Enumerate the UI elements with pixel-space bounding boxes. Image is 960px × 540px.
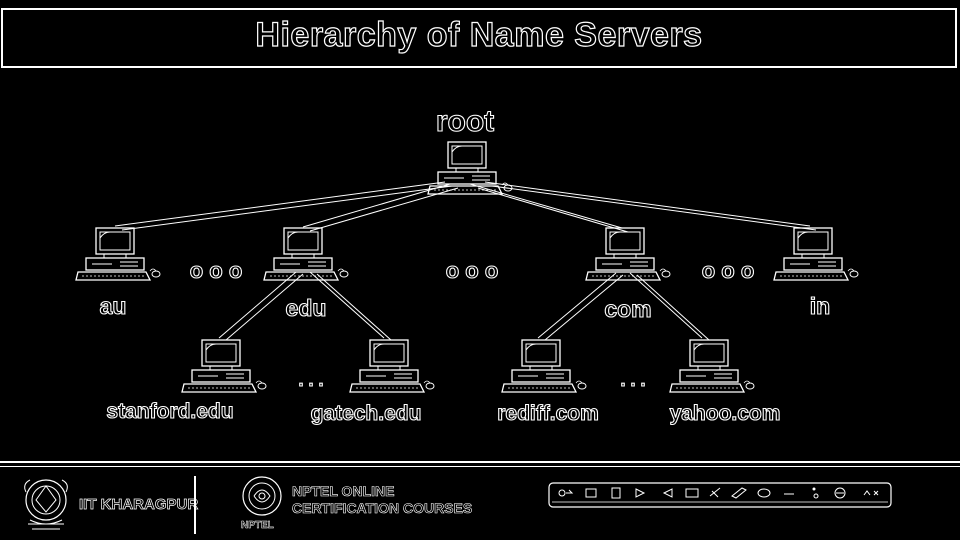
tld-label-in: in xyxy=(810,293,830,319)
root-server-computer xyxy=(427,141,513,195)
pen-icon[interactable] xyxy=(558,489,574,497)
server-stanford-edu xyxy=(181,339,267,393)
nptel-small-label: NPTEL xyxy=(241,520,274,532)
ellipsis-com-children: . . . xyxy=(620,370,645,390)
server-yahoo-com xyxy=(669,339,755,393)
slide-title: Hierarchy of Name Servers xyxy=(255,15,703,54)
tld-server-au xyxy=(75,227,161,281)
tld-server-edu xyxy=(263,227,349,281)
tld-label-au: au xyxy=(100,293,127,319)
server-rediff-com xyxy=(501,339,587,393)
highlighter-icon[interactable] xyxy=(611,487,621,499)
label-stanford-edu: stanford.edu xyxy=(106,400,233,423)
edges-root xyxy=(114,181,817,233)
tld-label-com: com xyxy=(604,296,651,322)
shapes-icon[interactable] xyxy=(662,488,673,498)
laser-icon[interactable] xyxy=(731,487,747,499)
color-icon[interactable] xyxy=(757,488,771,498)
label-rediff-com: rediff.com xyxy=(497,402,599,425)
zoom-icon[interactable] xyxy=(834,487,846,499)
text-icon[interactable] xyxy=(635,488,646,498)
ellipsis-au-edu: o o o xyxy=(190,258,243,283)
arrow-right-icon[interactable] xyxy=(709,487,721,498)
root-label: root xyxy=(436,105,494,138)
ellipsis-edu-com: o o o xyxy=(446,258,499,283)
footer-separator xyxy=(194,476,196,534)
label-gatech-edu: gatech.edu xyxy=(311,402,422,425)
server-gatech-edu xyxy=(349,339,435,393)
tld-server-in xyxy=(773,227,859,281)
tld-label-edu: edu xyxy=(286,295,327,321)
label-yahoo-com: yahoo.com xyxy=(670,402,781,425)
edges-second-level xyxy=(218,271,710,341)
title-bar: Hierarchy of Name Servers xyxy=(1,8,957,68)
annotation-toolbar xyxy=(548,482,892,508)
ellipsis-com-in: o o o xyxy=(702,258,755,283)
institute-name: IIT KHARAGPUR xyxy=(79,496,199,514)
arrow-left-icon[interactable] xyxy=(685,488,699,498)
close-icon[interactable] xyxy=(863,490,879,496)
footer-divider xyxy=(0,461,960,463)
name-server-diagram: root au edu com in o o o o o o o o o sta… xyxy=(75,104,859,426)
ellipsis-edu-children: . . . xyxy=(298,370,323,390)
iit-logo-icon xyxy=(24,479,68,530)
footer-divider-thin xyxy=(0,466,960,467)
tld-server-com xyxy=(585,227,671,281)
clear-icon[interactable] xyxy=(812,487,819,499)
nptel-logo-icon xyxy=(242,476,282,516)
nptel-line2: CERTIFICATION COURSES xyxy=(292,500,473,517)
nptel-line1: NPTEL ONLINE xyxy=(292,483,395,500)
eraser-icon[interactable] xyxy=(585,488,597,498)
